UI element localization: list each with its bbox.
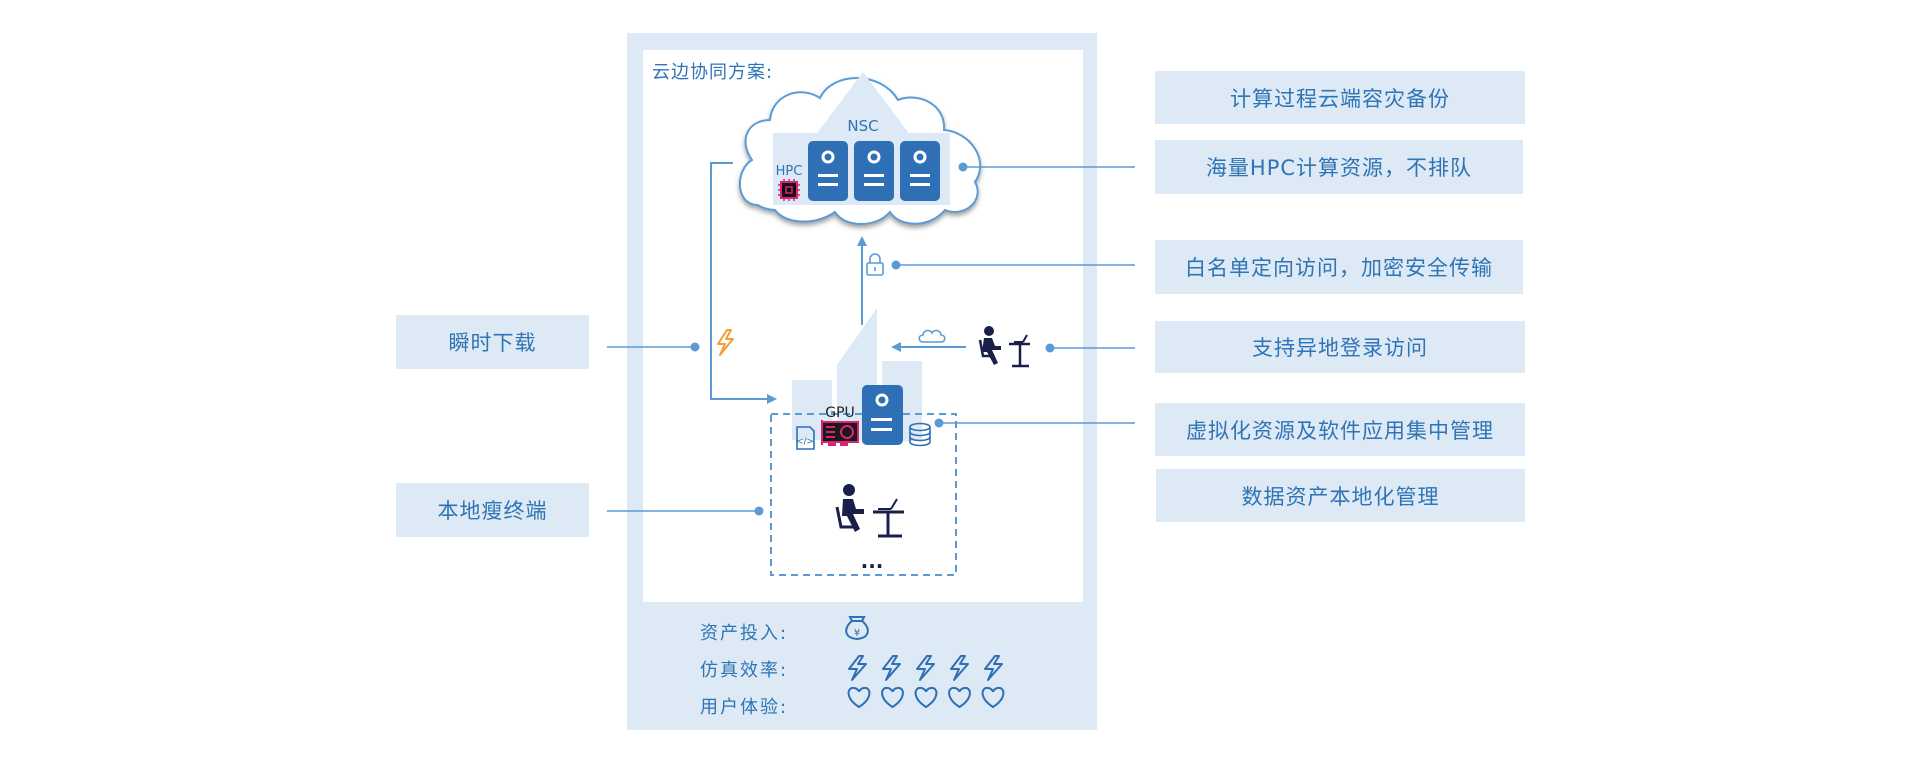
metric-label-efficiency: 仿真效率: bbox=[700, 660, 789, 681]
label-local-thin-client: 本地瘦终端 bbox=[396, 483, 589, 537]
gpu-icon bbox=[821, 420, 859, 446]
remote-user-icon bbox=[978, 326, 1030, 368]
metric-label-investment: 资产投入: bbox=[700, 623, 789, 644]
lightning-icon bbox=[950, 655, 969, 681]
label-whitelist-access: 白名单定向访问，加密安全传输 bbox=[1155, 240, 1523, 294]
metric-label-experience: 用户体验: bbox=[700, 697, 789, 718]
connector-whitelist bbox=[891, 260, 1135, 270]
label-text: 虚拟化资源及软件应用集中管理 bbox=[1186, 418, 1494, 443]
label-text: 计算过程云端容灾备份 bbox=[1230, 86, 1450, 111]
money-bag-icon: ¥ bbox=[845, 616, 869, 641]
connector-local-client bbox=[607, 506, 764, 516]
label-text: 瞬时下载 bbox=[448, 331, 537, 355]
label-data-localization: 数据资产本地化管理 bbox=[1156, 469, 1525, 522]
connector-instant-download bbox=[607, 342, 700, 352]
chip-icon bbox=[778, 179, 800, 201]
heart-icon bbox=[981, 686, 1005, 709]
server-icon bbox=[854, 141, 894, 201]
connector-virtualization bbox=[934, 418, 1135, 428]
label-virtualization: 虚拟化资源及软件应用集中管理 bbox=[1155, 403, 1525, 456]
code-file-icon: </> bbox=[796, 426, 815, 450]
more-ellipsis: ... bbox=[861, 549, 884, 573]
label-text: 本地瘦终端 bbox=[437, 499, 548, 523]
lightning-icon bbox=[717, 329, 734, 356]
heart-rating bbox=[847, 686, 1005, 709]
label-hpc-resources: 海量HPC计算资源，不排队 bbox=[1155, 140, 1523, 194]
panel-title: 云边协同方案: bbox=[652, 62, 774, 83]
heart-icon bbox=[914, 686, 938, 709]
svg-text:</>: </> bbox=[796, 437, 814, 447]
connector-hpc bbox=[958, 162, 1135, 172]
label-text: 数据资产本地化管理 bbox=[1241, 484, 1440, 509]
lightning-icon bbox=[984, 655, 1003, 681]
download-path bbox=[710, 162, 777, 404]
heart-icon bbox=[881, 686, 904, 709]
lightning-rating bbox=[848, 655, 1003, 681]
label-cloud-backup: 计算过程云端容灾备份 bbox=[1155, 71, 1525, 124]
hpc-label: HPC bbox=[776, 164, 803, 179]
gpu-label: GPU bbox=[825, 405, 855, 421]
lightning-icon bbox=[916, 655, 935, 681]
label-text: 支持异地登录访问 bbox=[1252, 336, 1428, 360]
heart-icon bbox=[847, 686, 871, 709]
label-instant-download: 瞬时下载 bbox=[396, 315, 589, 369]
small-cloud-icon bbox=[918, 329, 946, 343]
heart-icon bbox=[948, 686, 971, 709]
lightning-icon bbox=[848, 655, 867, 681]
label-text: 白名单定向访问，加密安全传输 bbox=[1185, 256, 1493, 280]
label-remote-login: 支持异地登录访问 bbox=[1155, 321, 1525, 373]
server-icon bbox=[808, 141, 848, 201]
edge-boundary bbox=[770, 413, 957, 576]
local-user-icon bbox=[835, 484, 904, 538]
svg-text:¥: ¥ bbox=[854, 628, 860, 639]
cloud-label: NSC bbox=[847, 117, 878, 135]
server-icon bbox=[900, 141, 940, 201]
lock-icon bbox=[866, 253, 884, 276]
database-icon bbox=[909, 422, 931, 447]
label-text: 海量HPC计算资源，不排队 bbox=[1205, 156, 1473, 180]
connector-remote-login bbox=[1045, 343, 1135, 353]
server-icon bbox=[862, 385, 903, 445]
lightning-icon bbox=[882, 655, 901, 681]
